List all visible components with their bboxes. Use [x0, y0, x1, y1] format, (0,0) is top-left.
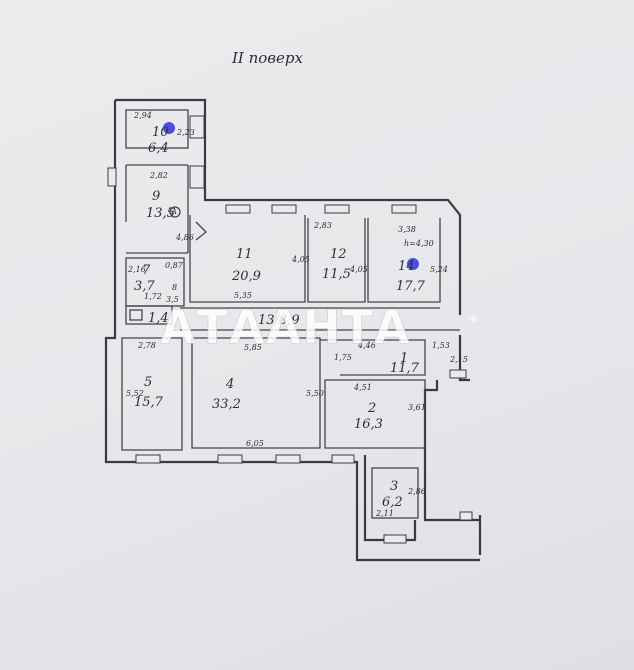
marker-dot-room-10 [163, 122, 175, 134]
watermark: АТААНТА ® [160, 300, 479, 355]
room-10-walls [125, 109, 189, 149]
dim-4-86: 4,86 [175, 233, 194, 242]
room-11-area: 20,9 [231, 269, 261, 284]
dim-5-52: 5,52 [126, 389, 144, 398]
circle-marker-icon [169, 206, 181, 218]
dim-2-83: 2,83 [313, 221, 332, 230]
room-14-area: 17,7 [396, 279, 426, 294]
dim-2-78: 2,78 [137, 341, 156, 350]
watermark-text: АТААНТА [160, 300, 411, 354]
dim-1-53: 1,53 [432, 341, 450, 350]
room-5-number: 5 [144, 375, 152, 390]
room-4-number: 4 [225, 377, 234, 392]
room-3-walls [371, 467, 419, 519]
room-8-walls [125, 305, 173, 325]
marker-dot-room-14 [407, 258, 419, 270]
room-10-number: 10 [152, 125, 169, 140]
dim-h-4-30: h=4,30 [404, 239, 434, 248]
outer-walls [104, 98, 482, 562]
toilet-icon [129, 309, 143, 321]
watermark-registered-mark: ® [468, 312, 479, 325]
dim-2-16: 2,16 [127, 265, 146, 274]
room-13-label: 13/8,9 [258, 313, 300, 328]
room-14-number: 14 [398, 259, 415, 274]
dim-1-75: 1,75 [334, 353, 352, 362]
dim-6-05: 6,05 [246, 439, 264, 448]
dim-4-51: 4,51 [353, 383, 372, 392]
room-1-number: 1 [400, 351, 408, 366]
room-4-area: 33,2 [212, 397, 241, 412]
dim-5-50: 5,50 [306, 389, 324, 398]
dim-5-35: 5,35 [234, 291, 252, 300]
room-12-number: 12 [330, 247, 347, 262]
room-3-number: 3 [390, 479, 398, 494]
dim-0-87: 0,87 [165, 261, 184, 270]
room-labels: 10 6,4 9 13,5 11 20,9 12 11,5 14 17,7 7 … [134, 125, 426, 510]
room-10-area: 6,4 [148, 141, 169, 156]
dim-3-61: 3,61 [408, 403, 426, 412]
dim-5-85: 5,85 [244, 343, 262, 352]
room-9-area: 13,5 [146, 206, 175, 221]
inner-walls [121, 109, 460, 519]
dim-1-72: 1,72 [144, 292, 162, 301]
dim-3-5: 3,5 [166, 295, 179, 304]
dimension-labels: 2,94 2,23 2,82 А 4,86 2,16 0,87 8 1,72 3… [126, 111, 468, 518]
room-12-area: 11,5 [322, 267, 351, 282]
dim-A: А [170, 207, 177, 216]
dim-8: 8 [172, 283, 177, 292]
room-3-area: 6,2 [382, 495, 403, 510]
dim-4-46: 4,46 [357, 341, 376, 350]
room-2-number: 2 [367, 401, 376, 416]
room-2-area: 16,3 [354, 417, 383, 432]
door-swing-icon [195, 221, 207, 241]
floor-title: II поверх [231, 49, 304, 67]
dim-2-94: 2,94 [133, 111, 152, 120]
dim-4-05-a: 4,05 [291, 255, 310, 264]
room-1-area: 11,7 [390, 361, 420, 376]
fixtures [129, 206, 207, 321]
room-9-number: 9 [152, 189, 160, 204]
windows [107, 115, 473, 544]
room-7-area: 3,7 [134, 279, 155, 294]
dim-2-86: 2,86 [407, 487, 426, 496]
room-5-area: 15,7 [134, 395, 164, 410]
room-11-number: 11 [236, 247, 253, 262]
dim-2-11: 2,11 [375, 509, 394, 518]
room-8-area: 1,4 [148, 311, 169, 326]
room-7-number: 7 [142, 263, 151, 278]
dim-2-15: 2,15 [449, 355, 468, 364]
dim-2-23: 2,23 [176, 128, 195, 137]
dim-4-05-b: 4,05 [349, 265, 368, 274]
dim-2-82: 2,82 [149, 171, 168, 180]
dim-3-38: 3,38 [398, 225, 416, 234]
dim-5-24: 5,24 [430, 265, 448, 274]
